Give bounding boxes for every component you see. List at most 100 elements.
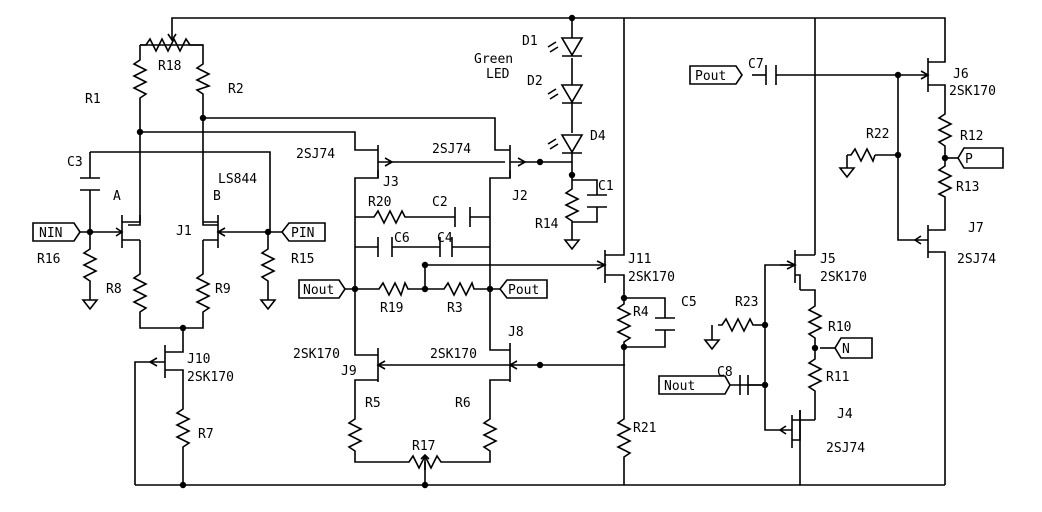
label-R10: R10 [828, 320, 851, 335]
label-J7-part: 2SJ74 [957, 252, 996, 267]
wires [80, 17, 958, 486]
label-J5-part: 2SK170 [820, 270, 867, 285]
capacitor-C6 [377, 237, 393, 257]
label-C6: C6 [394, 231, 410, 246]
port-label-Nout-bottom: Nout [664, 379, 695, 394]
label-C7: C7 [748, 57, 764, 72]
port-flags: NIN PIN Nout Pout Pout Nout P N [32, 65, 1004, 395]
port-Nout [298, 279, 346, 299]
label-R5: R5 [365, 396, 381, 411]
port-label-Nout: Nout [303, 283, 334, 298]
label-R18: R18 [158, 59, 181, 74]
label-green: Green [474, 52, 513, 67]
jfets [112, 58, 946, 448]
label-R4: R4 [633, 305, 649, 320]
port-N [834, 337, 873, 359]
resistor-R3 [440, 280, 476, 297]
diode-D2 [560, 84, 584, 104]
resistor-R18 [140, 37, 203, 53]
port-NIN [32, 222, 81, 242]
capacitor-C2 [454, 207, 471, 227]
label-R1: R1 [85, 92, 101, 107]
resistor-R14 [564, 185, 580, 225]
label-R14: R14 [535, 217, 559, 232]
capacitor-C1 [587, 194, 607, 208]
label-R23: R23 [735, 295, 758, 310]
label-R15: R15 [291, 252, 314, 267]
port-Nout-bottom [658, 375, 731, 395]
jfet-J6 [927, 58, 946, 92]
junction-dots [86, 14, 949, 489]
label-R12: R12 [960, 129, 983, 144]
component-labels: R18 R1 R2 C3 A LS844 B J1 R16 R15 R8 R9 … [37, 34, 996, 456]
label-B: B [213, 189, 221, 204]
label-J9: J9 [341, 364, 357, 379]
label-C2: C2 [432, 195, 448, 210]
port-label-Pout-top: Pout [695, 69, 726, 84]
jfet-J11 [604, 250, 625, 283]
label-J11: J11 [628, 252, 651, 267]
label-R22: R22 [866, 127, 889, 142]
label-J3-part: 2SJ74 [296, 147, 335, 162]
resistor-R20 [370, 209, 408, 225]
capacitor-C3 [80, 177, 100, 191]
port-label-Pout: Pout [508, 283, 539, 298]
resistor-R8 [132, 270, 148, 315]
label-R11: R11 [826, 370, 849, 385]
capacitors [80, 65, 777, 395]
label-J2: J2 [512, 189, 528, 204]
label-C8: C8 [717, 365, 733, 380]
jfet-J4 [791, 410, 815, 448]
label-J7: J7 [968, 221, 984, 236]
jfet-J3 [370, 145, 379, 178]
label-led: LED [486, 67, 510, 82]
label-D4: D4 [590, 129, 606, 144]
jfet-J1 [203, 215, 219, 248]
label-J1: J1 [176, 224, 192, 239]
capacitor-C4 [439, 237, 453, 257]
jfet-J8 [505, 343, 511, 382]
label-R16: R16 [37, 252, 60, 267]
label-C3: C3 [67, 155, 83, 170]
resistor-R2 [195, 60, 212, 98]
label-A: A [113, 189, 121, 204]
port-label-PIN: PIN [291, 226, 314, 241]
label-J11-part: 2SK170 [628, 270, 675, 285]
label-J6: J6 [953, 67, 969, 82]
resistor-R9 [195, 270, 211, 315]
diodes [547, 37, 584, 154]
resistor-R10 [807, 302, 823, 345]
label-R8: R8 [106, 282, 122, 297]
label-R3: R3 [447, 301, 463, 316]
port-label-NIN: NIN [39, 226, 62, 241]
label-R7: R7 [198, 427, 214, 442]
label-J2-part: 2SJ74 [432, 142, 471, 157]
label-D1: D1 [522, 34, 538, 49]
label-J4: J4 [837, 407, 853, 422]
resistors [82, 30, 953, 470]
label-J4-part: 2SJ74 [826, 441, 865, 456]
label-R9: R9 [215, 282, 231, 297]
port-Pout-top [689, 65, 743, 85]
resistor-R5 [347, 415, 363, 455]
diode-D4 [560, 134, 584, 154]
port-label-N: N [842, 342, 850, 357]
capacitor-C7 [765, 65, 777, 85]
label-D2: D2 [527, 74, 543, 89]
capacitor-C5 [655, 317, 675, 331]
resistor-R4 [616, 300, 632, 345]
resistor-R1 [132, 55, 148, 102]
label-C1: C1 [598, 179, 614, 194]
label-R21: R21 [633, 421, 656, 436]
port-PIN [280, 222, 326, 242]
port-Pout [498, 279, 548, 299]
label-J5: J5 [820, 252, 836, 267]
resistor-R23 [718, 317, 755, 333]
label-J6-part: 2SK170 [949, 84, 996, 99]
ground-symbols [81, 155, 856, 351]
label-J3: J3 [383, 175, 399, 190]
label-LS844: LS844 [218, 172, 257, 187]
jfet-J10 [164, 345, 184, 378]
label-C5: C5 [681, 295, 697, 310]
jfet-A [121, 215, 141, 248]
